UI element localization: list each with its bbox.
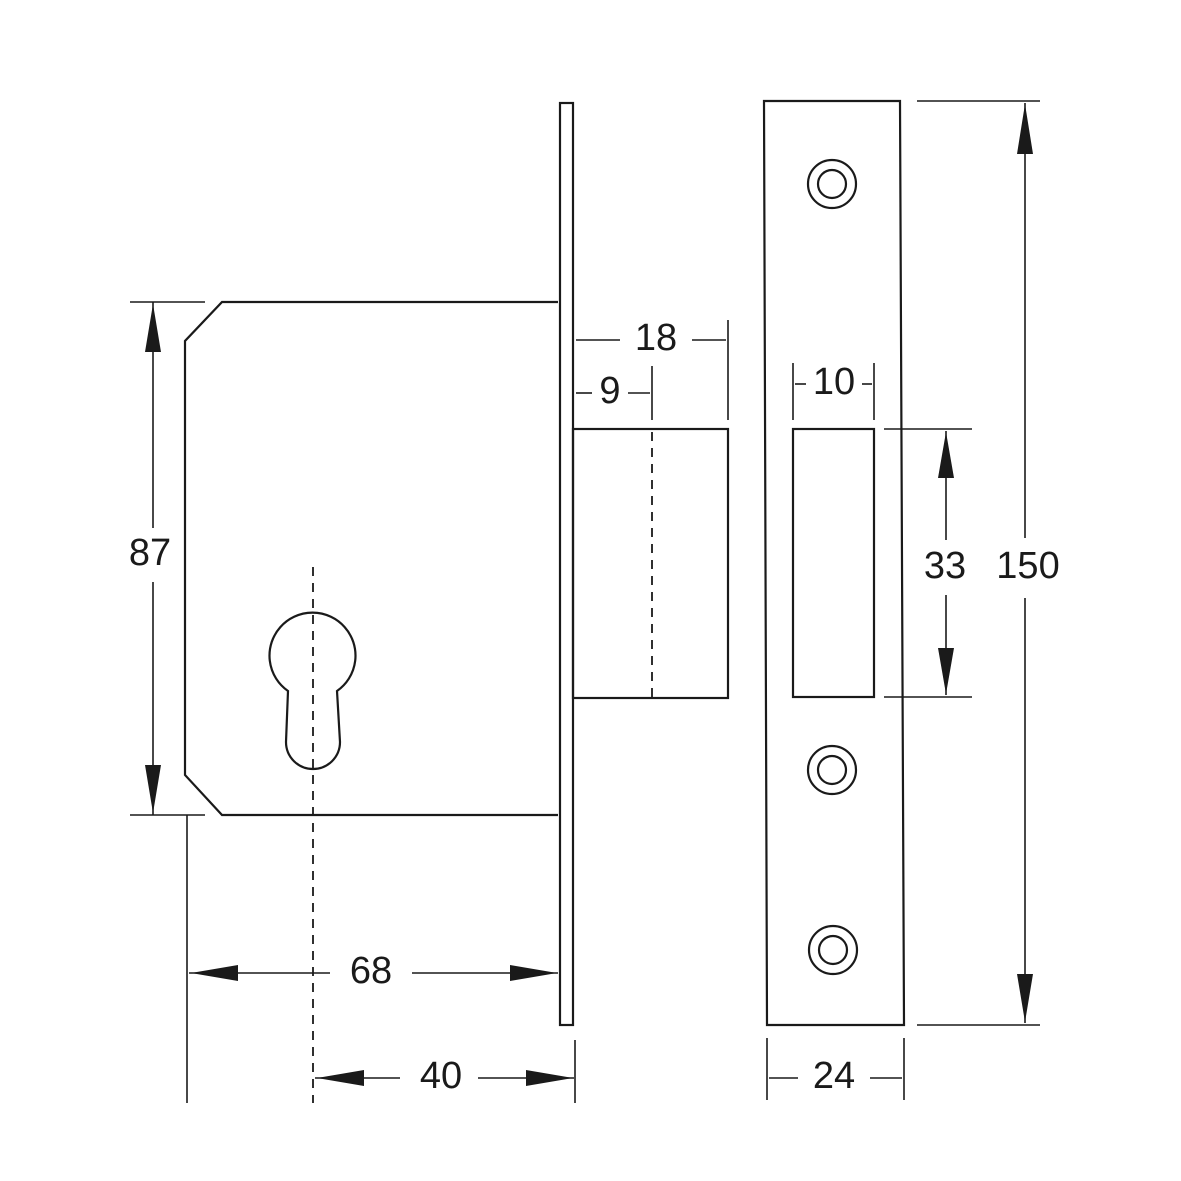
cylinder-keyhole: [268, 611, 357, 771]
dimension-backset-length: 68: [186, 815, 558, 1103]
dim-label-10: 10: [813, 361, 855, 403]
dim-label-87: 87: [129, 532, 171, 574]
deadbolt: [571, 427, 730, 700]
dimension-bolt-half: 9: [576, 366, 653, 420]
dimension-forend-width: 24: [766, 1038, 905, 1100]
dim-label-9: 9: [599, 370, 620, 412]
screw-hole-middle: [806, 744, 858, 796]
dimension-forend-height: 150: [917, 100, 1060, 1026]
dim-label-18: 18: [635, 317, 677, 359]
lock-body-view: [183, 101, 730, 1103]
dimension-slot-height: 33: [884, 428, 972, 698]
dim-label-68: 68: [350, 950, 392, 992]
dimension-cylinder-backset: 40: [315, 1040, 576, 1103]
screw-hole-bottom: [807, 924, 859, 976]
forend-plate: [762, 99, 906, 1027]
dimension-body-height: 87: [129, 301, 205, 816]
dimension-slot-width: 10: [792, 361, 875, 420]
bolt-slot: [791, 427, 876, 699]
dim-label-40: 40: [420, 1055, 462, 1097]
forend-front-view: [762, 99, 906, 1027]
dim-label-150: 150: [996, 545, 1059, 587]
faceplate-edge: [558, 101, 575, 1027]
lock-case-outline: [183, 300, 558, 817]
dim-label-33: 33: [924, 545, 966, 587]
screw-hole-top: [806, 158, 858, 210]
dimension-bolt-throw: 18: [576, 317, 729, 420]
dim-label-24: 24: [813, 1055, 855, 1097]
